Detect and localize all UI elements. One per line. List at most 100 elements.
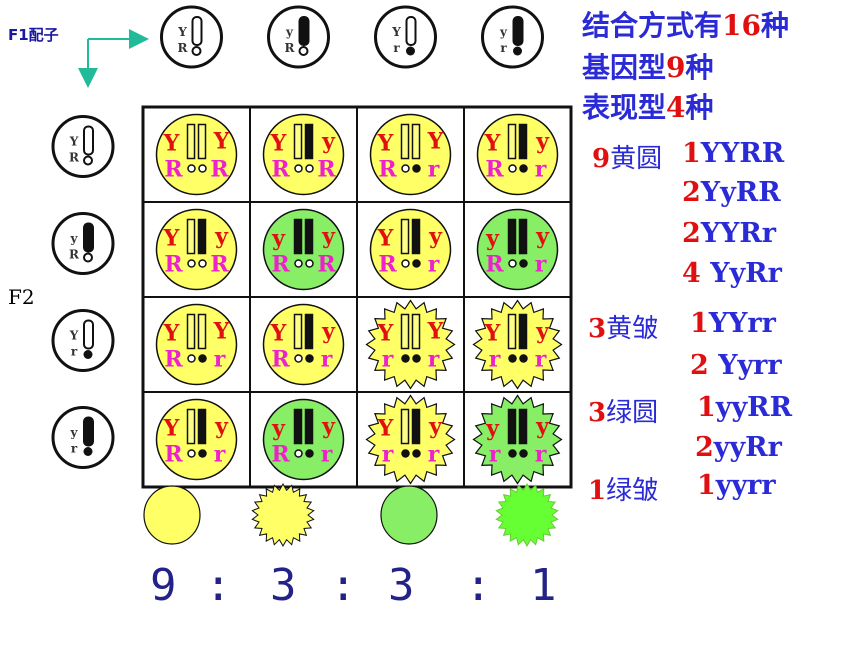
genotypes-prefix: 基因型 bbox=[582, 51, 667, 84]
chromosome-dot-1 bbox=[294, 164, 303, 173]
gamete-allele-bottom: R bbox=[69, 151, 80, 165]
genotype-label: YyRr bbox=[700, 258, 782, 289]
genotype-line: 1yyRR bbox=[697, 392, 792, 423]
top-gamete: yr bbox=[481, 5, 544, 69]
chromosome-bar-2 bbox=[518, 218, 528, 255]
chromosome-dot-2 bbox=[305, 164, 314, 173]
chromosome-dot-2 bbox=[198, 259, 207, 268]
genotype-count: 1 bbox=[682, 138, 701, 169]
gamete-allele-bottom: R bbox=[69, 248, 80, 262]
cell-allele-shape-2: r bbox=[535, 252, 547, 278]
top-gamete: YR bbox=[160, 5, 223, 69]
cell-allele-shape-1: r bbox=[382, 347, 394, 373]
phenotype-group-count: 9 bbox=[592, 144, 611, 174]
genotype-count: 2 bbox=[682, 218, 701, 249]
chromosome-dot-2 bbox=[305, 259, 314, 268]
genotype-label: YYRR bbox=[700, 138, 785, 169]
chromosome-dot-1 bbox=[401, 259, 410, 268]
cell-allele-shape-1: R bbox=[164, 157, 183, 183]
pea-round bbox=[369, 208, 452, 291]
pea-round bbox=[476, 113, 559, 196]
cell-allele-shape-2: r bbox=[428, 157, 440, 183]
phenotype-group-count: 3 bbox=[588, 398, 607, 428]
genotypes-suffix: 种 bbox=[685, 51, 714, 84]
cell-allele-shape-1: R bbox=[271, 347, 290, 373]
phenotype-group-name: 绿圆 bbox=[606, 398, 659, 428]
cell-allele-shape-2: R bbox=[317, 252, 336, 278]
cell-allele-color-2: y bbox=[535, 414, 550, 440]
chromosome-dot-dominant bbox=[298, 46, 309, 56]
genotype-label: yyrr bbox=[715, 470, 776, 501]
chromosome-bar-recessive bbox=[298, 16, 310, 46]
chromosome-dot-recessive bbox=[513, 46, 522, 56]
phenotype-pea-round bbox=[143, 485, 201, 545]
cell-allele-color-2: Y bbox=[213, 319, 230, 345]
ratio-sep-2: : bbox=[330, 560, 357, 611]
genotype-count: 1 bbox=[697, 470, 716, 501]
chromosome-dot-recessive bbox=[83, 350, 93, 359]
chromosome-dot-2 bbox=[519, 354, 528, 363]
genotypes-number: 9 bbox=[666, 51, 686, 84]
cell-allele-color-1: y bbox=[271, 226, 286, 252]
chromosome-dot-2 bbox=[305, 449, 314, 458]
gamete-allele-top: Y bbox=[69, 329, 79, 343]
chromosome-bar-dominant bbox=[191, 16, 203, 46]
cell-allele-color-1: y bbox=[485, 226, 500, 252]
chromosome-dot-dominant bbox=[83, 252, 93, 263]
cell-allele-color-2: y bbox=[428, 224, 443, 250]
chromosome-dot-2 bbox=[198, 449, 207, 458]
f2-label: F2 bbox=[8, 285, 35, 309]
chromosome-bar-1 bbox=[293, 123, 303, 160]
chromosome-bar-2 bbox=[518, 123, 528, 160]
chromosome-dot-1 bbox=[508, 259, 517, 268]
phenotype-group-name: 绿皱 bbox=[606, 476, 659, 506]
chromosome-dot-dominant bbox=[83, 155, 93, 166]
chromosome-bar-1 bbox=[400, 123, 410, 160]
cell-allele-color-1: Y bbox=[377, 416, 394, 442]
f1-gametes-label: F1配子 bbox=[8, 26, 59, 44]
chromosome-bar-2 bbox=[304, 408, 314, 445]
genotype-count: 2 bbox=[695, 432, 714, 463]
chromosome-dot-2 bbox=[198, 354, 207, 363]
combinations-prefix: 结合方式有 bbox=[582, 9, 723, 42]
cell-allele-shape-1: R bbox=[485, 157, 504, 183]
chromosome-dot-1 bbox=[187, 354, 196, 363]
cell-allele-color-2: Y bbox=[213, 129, 230, 155]
chromosome-bar-1 bbox=[507, 123, 517, 160]
cell-allele-shape-2: r bbox=[535, 157, 547, 183]
chromosome-bar-2 bbox=[304, 313, 314, 350]
chromosome-bar-1 bbox=[293, 218, 303, 255]
chromosome-dot-2 bbox=[519, 164, 528, 173]
cell-allele-shape-2: R bbox=[210, 157, 229, 183]
cell-allele-shape-1: r bbox=[382, 442, 394, 468]
chromosome-dot-dominant bbox=[191, 46, 202, 56]
pea-wrinkled bbox=[365, 299, 456, 390]
chromosome-bar-2 bbox=[411, 218, 421, 255]
genotype-label: YYrr bbox=[708, 308, 776, 339]
cell-allele-color-1: y bbox=[485, 416, 500, 442]
cell-allele-color-2: y bbox=[321, 129, 336, 155]
phenotype-group-name: 黄圆 bbox=[610, 144, 663, 174]
cell-allele-color-1: y bbox=[271, 416, 286, 442]
cell-allele-color-2: y bbox=[428, 414, 443, 440]
chromosome-bar-1 bbox=[186, 408, 196, 445]
cell-allele-shape-2: R bbox=[317, 157, 336, 183]
cell-allele-color-2: y bbox=[321, 414, 336, 440]
gamete-allele-bottom: r bbox=[71, 345, 78, 359]
chromosome-dot-2 bbox=[412, 164, 421, 173]
cell-allele-shape-1: R bbox=[378, 157, 397, 183]
phenotypes-number: 4 bbox=[666, 91, 686, 124]
cell-allele-shape-1: R bbox=[271, 157, 290, 183]
chromosome-bar-2 bbox=[197, 123, 207, 160]
pea-round bbox=[155, 303, 238, 386]
chromosome-bar-1 bbox=[293, 408, 303, 445]
gamete-allele-top: y bbox=[285, 25, 294, 39]
cell-allele-shape-1: R bbox=[271, 442, 290, 468]
